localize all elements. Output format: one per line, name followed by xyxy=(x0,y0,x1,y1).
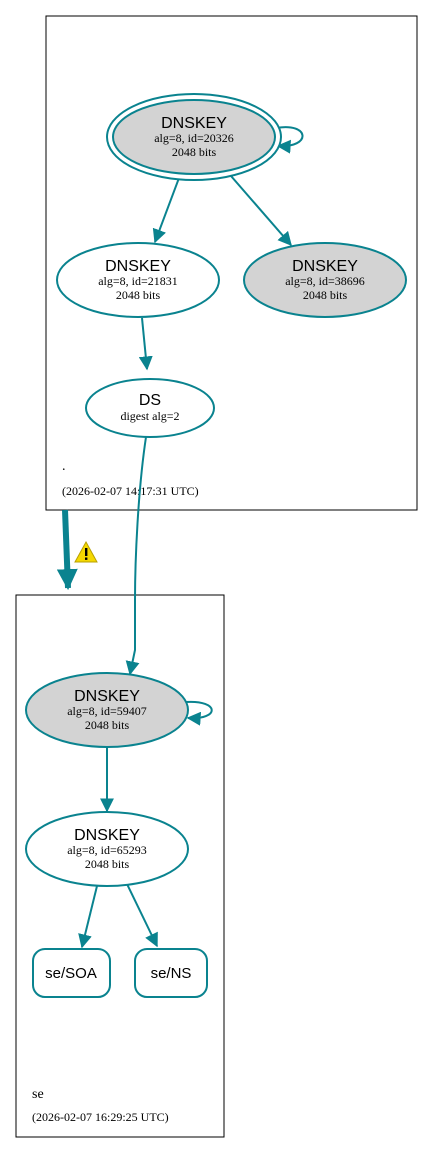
root-ksk-node: DNSKEY alg=8, id=20326 2048 bits xyxy=(106,93,282,181)
se-zone-timestamp: (2026-02-07 16:29:25 UTC) xyxy=(32,1110,169,1124)
root-zsk-node: DNSKEY alg=8, id=21831 2048 bits xyxy=(56,242,220,318)
se-zsk-detail: alg=8, id=65293 xyxy=(67,843,147,857)
root-zsk-bits: 2048 bits xyxy=(116,288,161,302)
edge-se-zsk-to-soa xyxy=(78,885,98,949)
root-zsk-type: DNSKEY xyxy=(105,258,171,275)
se-zone-box xyxy=(15,594,225,1138)
root-standby-bits: 2048 bits xyxy=(303,288,348,302)
root-ksk-detail: alg=8, id=20326 xyxy=(154,131,234,145)
se-ksk-detail: alg=8, id=59407 xyxy=(67,704,147,718)
se-ksk-node: DNSKEY alg=8, id=59407 2048 bits xyxy=(25,672,189,748)
root-standby-key-node: DNSKEY alg=8, id=38696 2048 bits xyxy=(243,242,407,318)
se-zsk-node: DNSKEY alg=8, id=65293 2048 bits xyxy=(25,811,189,887)
edge-delegation xyxy=(56,509,78,591)
se-soa-label: se/SOA xyxy=(45,965,97,982)
se-soa-node: se/SOA xyxy=(32,948,111,998)
edge-zsk-to-ds xyxy=(138,317,153,371)
root-ksk-bits: 2048 bits xyxy=(172,145,217,159)
edge-se-ksk-self-loop xyxy=(185,700,213,726)
warning-triangle-icon xyxy=(74,540,98,563)
root-zone-timestamp: (2026-02-07 14:17:31 UTC) xyxy=(62,484,199,498)
ds-node: DS digest alg=2 xyxy=(85,378,215,438)
se-ksk-bits: 2048 bits xyxy=(85,718,130,732)
edge-ksk-to-zsk xyxy=(152,177,180,244)
se-ns-label: se/NS xyxy=(151,965,192,982)
ds-detail: digest alg=2 xyxy=(120,409,179,423)
se-zsk-bits: 2048 bits xyxy=(85,857,130,871)
se-ns-node: se/NS xyxy=(134,948,208,998)
edge-ds-to-se-ksk xyxy=(125,436,147,676)
root-zone-box xyxy=(45,15,418,511)
root-ksk-type: DNSKEY xyxy=(161,115,227,132)
root-zsk-detail: alg=8, id=21831 xyxy=(98,274,178,288)
se-zone-name: se xyxy=(32,1087,44,1102)
se-ksk-type: DNSKEY xyxy=(74,688,140,705)
se-zsk-type: DNSKEY xyxy=(74,827,140,844)
root-standby-detail: alg=8, id=38696 xyxy=(285,274,365,288)
root-standby-type: DNSKEY xyxy=(292,258,358,275)
edge-ksk-to-standby xyxy=(230,175,292,247)
edge-se-zsk-to-ns xyxy=(126,883,158,948)
root-zone-name: . xyxy=(62,459,66,474)
edge-ksk-self-loop xyxy=(275,126,304,154)
ds-type: DS xyxy=(139,392,161,409)
